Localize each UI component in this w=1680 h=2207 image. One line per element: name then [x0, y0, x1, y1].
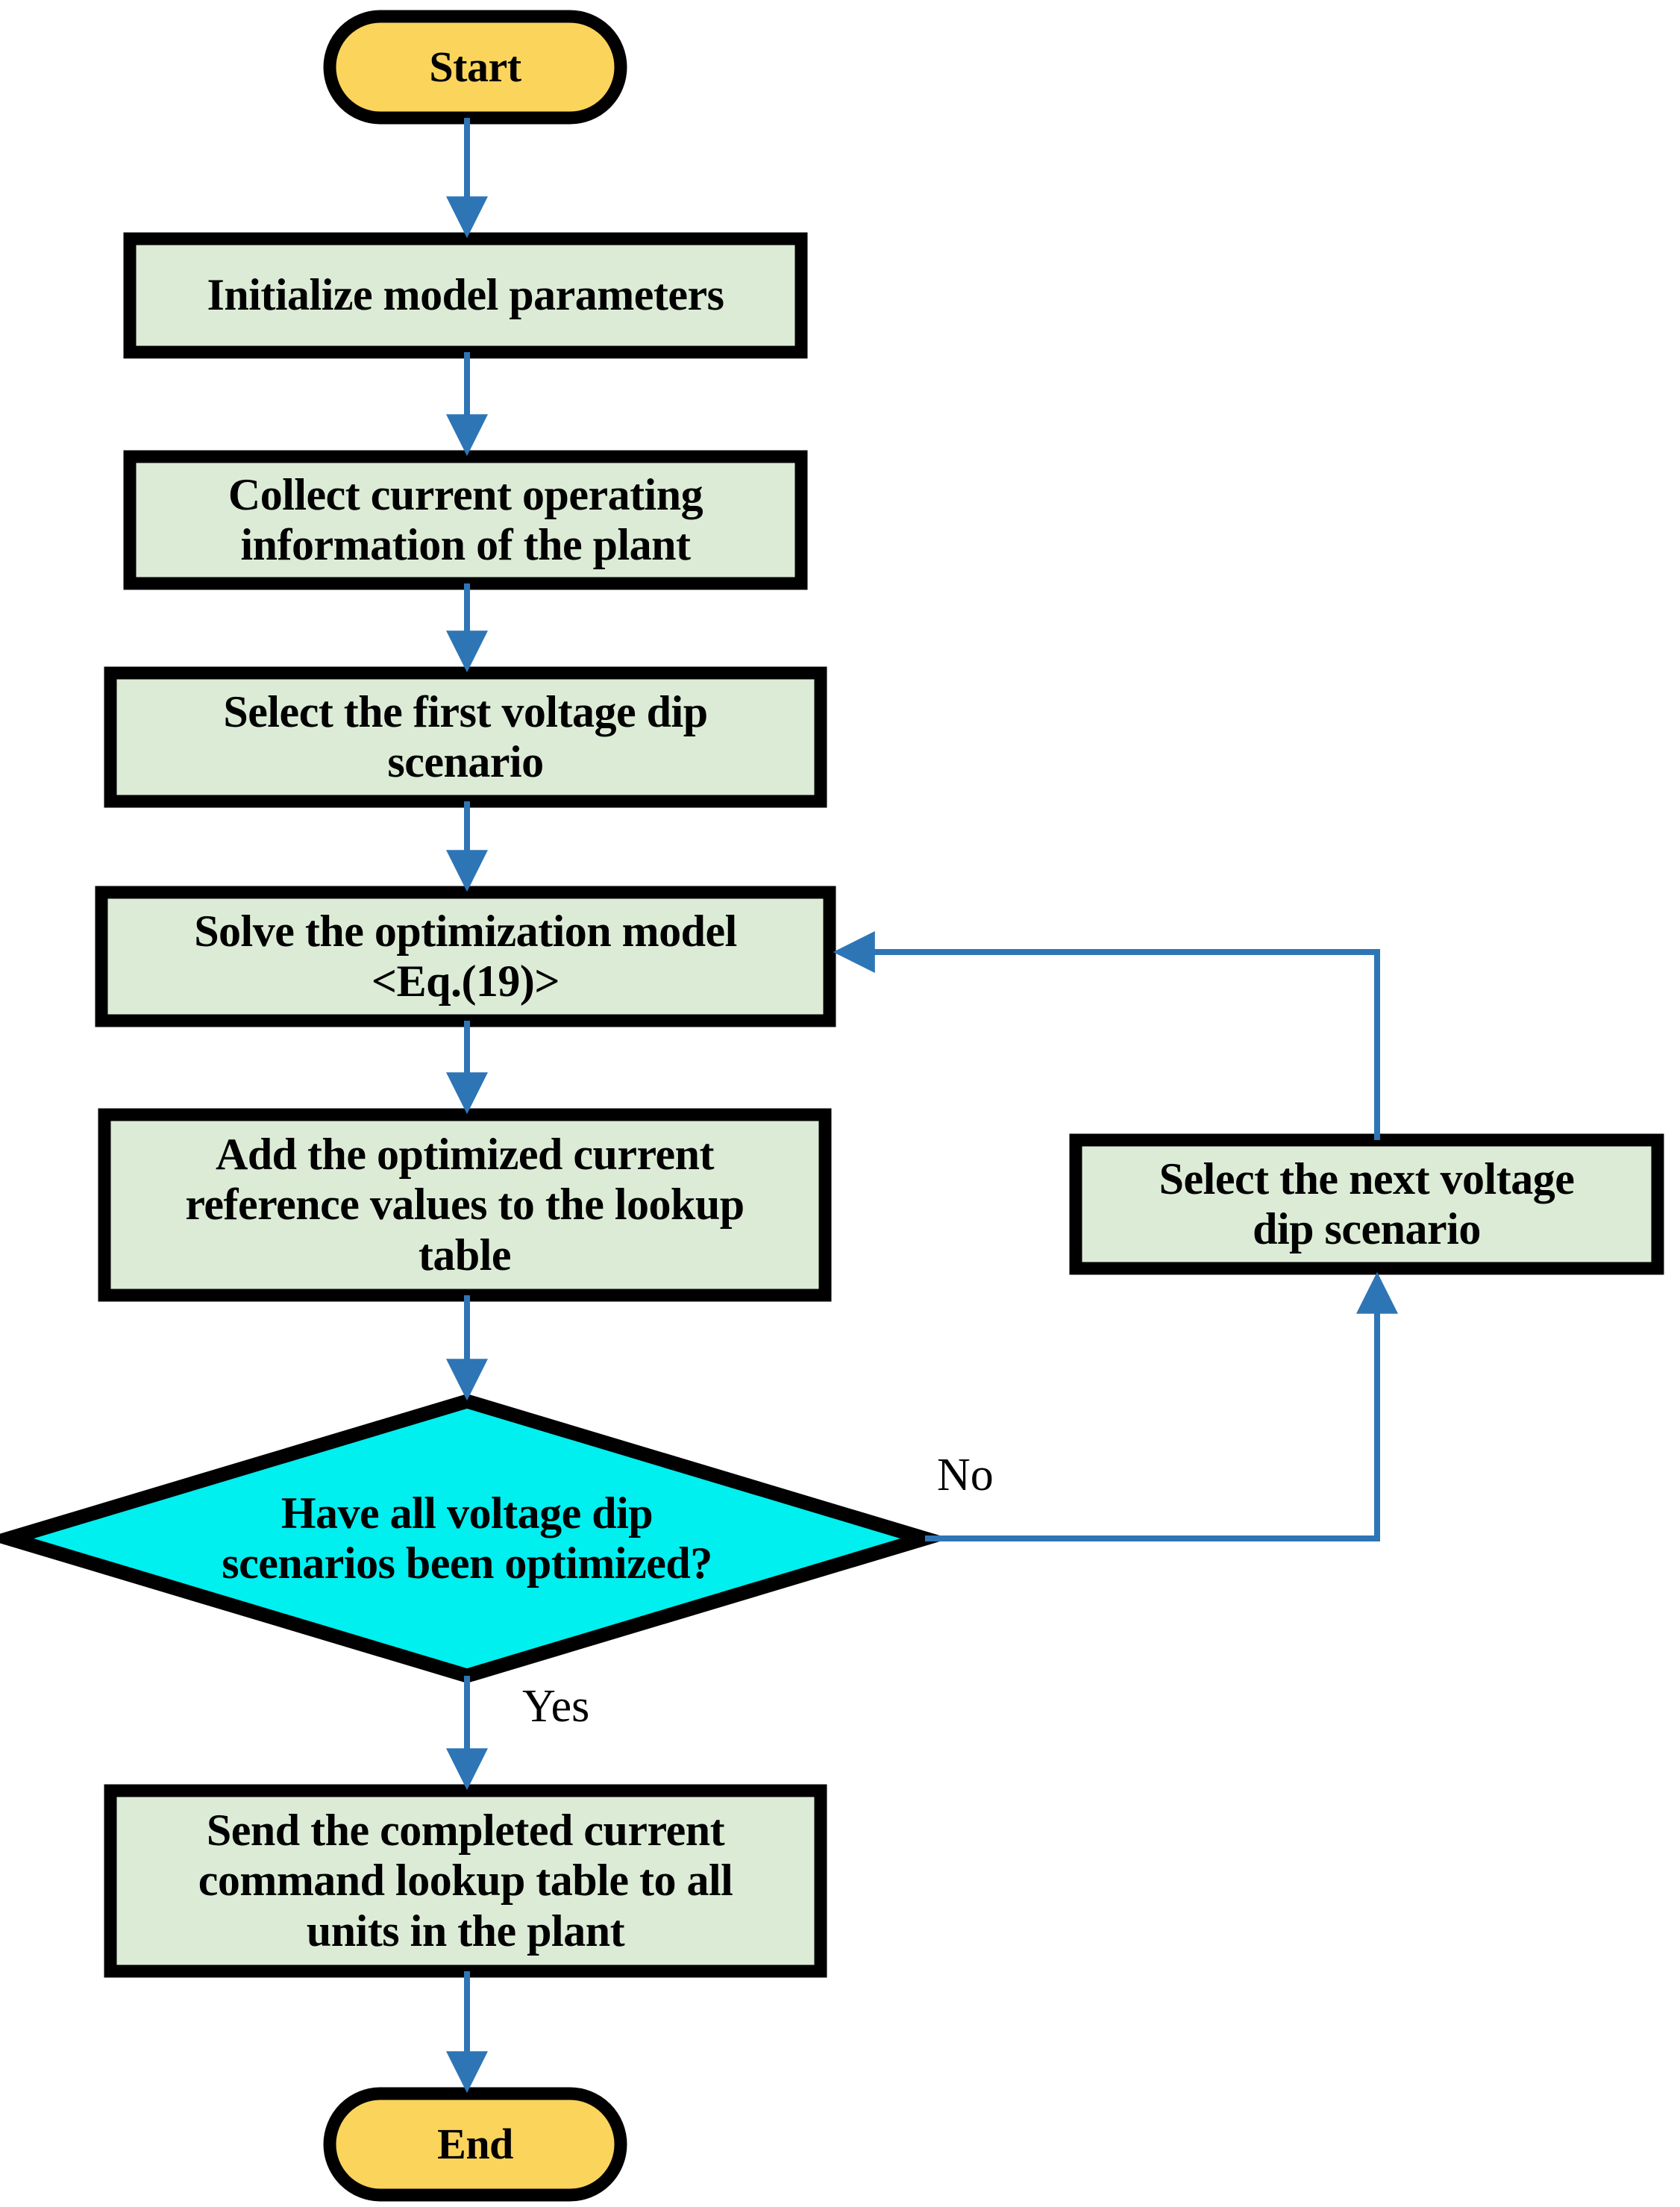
node-initialize-shape[interactable] [123, 232, 808, 359]
node-select-first-shape[interactable] [104, 666, 827, 808]
edge-decision-no-to-select-next [925, 1271, 1398, 1541]
node-decision-shape[interactable] [0, 1394, 950, 1683]
node-end-shape[interactable] [323, 2087, 627, 2202]
node-collect-shape[interactable] [123, 450, 808, 590]
node-send-shape[interactable] [104, 1784, 827, 1978]
node-add-values-shape[interactable] [98, 1108, 832, 1302]
node-solve-shape[interactable] [95, 886, 836, 1027]
node-start-shape[interactable] [323, 10, 627, 125]
node-select-next-shape[interactable] [1069, 1133, 1664, 1275]
edge-select-next-to-solve [833, 931, 1380, 1140]
